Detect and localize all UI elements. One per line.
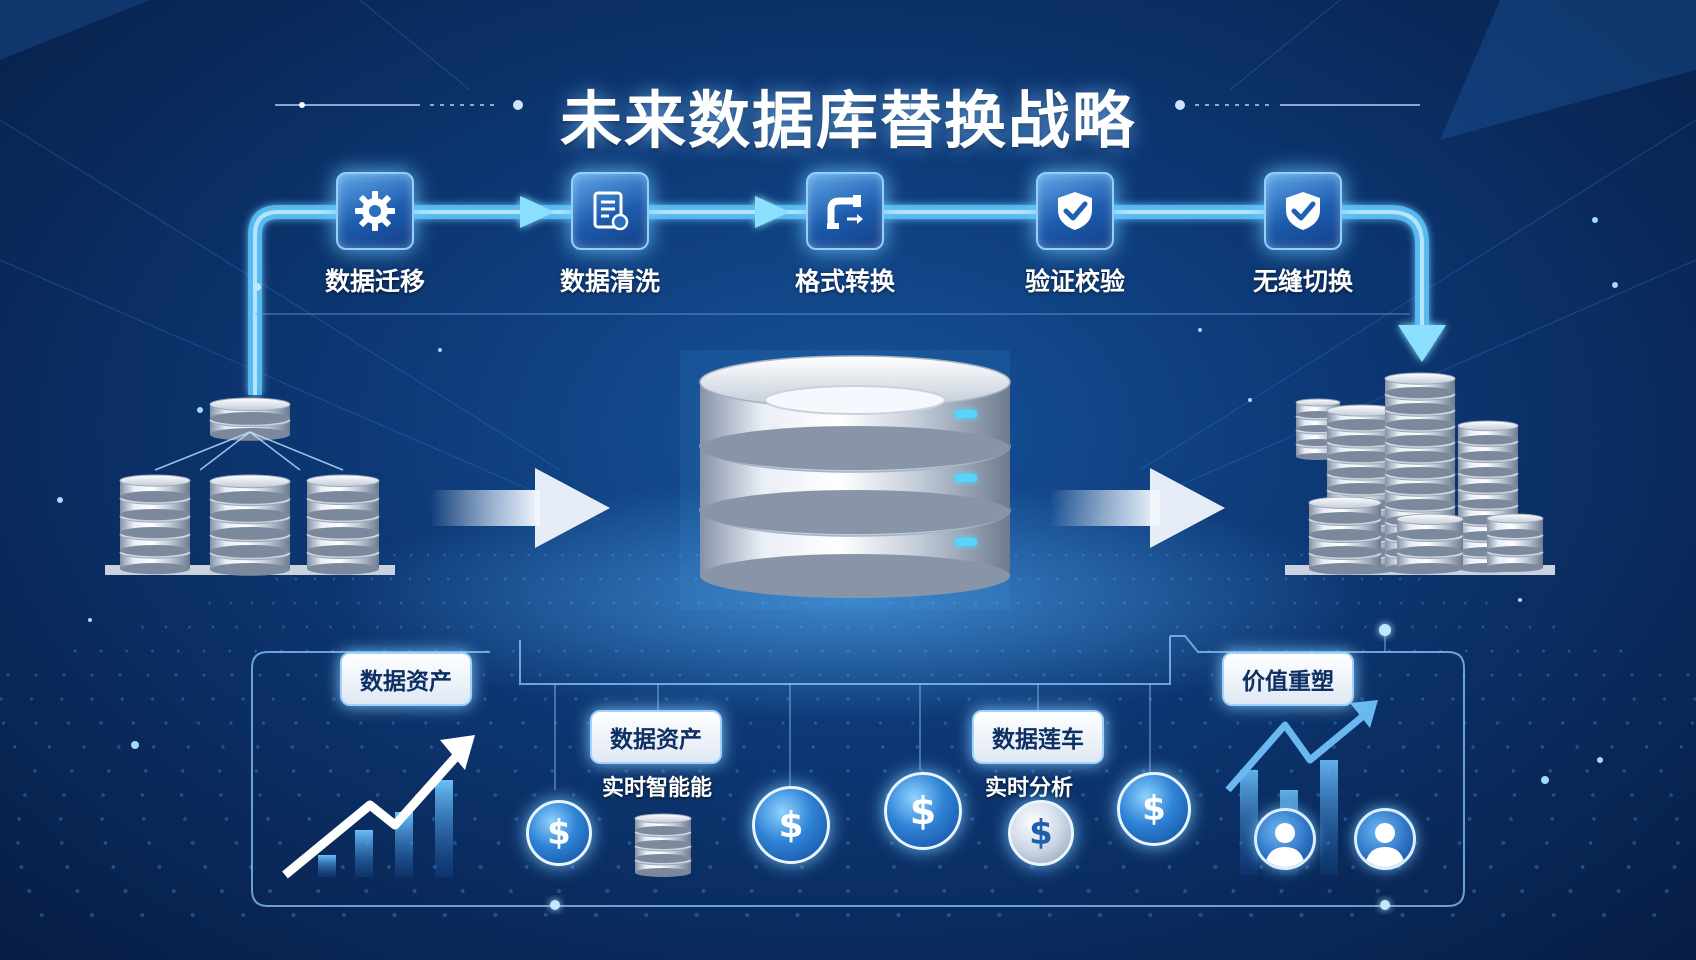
growth-chart-left-icon <box>282 735 475 879</box>
shield-check-icon <box>1036 172 1114 250</box>
document-list-icon <box>571 172 649 250</box>
step-label: 数据清洗 <box>559 267 660 296</box>
step-label: 无缝切换 <box>1252 267 1353 296</box>
label-realtime-smart: 实时智能能 <box>602 776 713 801</box>
pill-data-assets-left: 数据资产 <box>340 652 472 706</box>
pill-value-reshape: 价值重塑 <box>1222 652 1354 706</box>
dollar-sprout-icon: $ <box>1117 772 1191 846</box>
user-avatar-icon <box>1354 808 1416 870</box>
step-label: 验证校验 <box>1024 267 1125 296</box>
step-data-migration: 数据迁移 <box>300 172 450 298</box>
pipe-convert-icon <box>806 172 884 250</box>
step-verification: 验证校验 <box>1000 172 1150 298</box>
step-label: 格式转换 <box>794 267 895 296</box>
gear-icon <box>336 172 414 250</box>
pill-data-warehouse: 数据莲车 <box>972 710 1104 764</box>
user-avatar-icon <box>1254 808 1316 870</box>
dollar-coin-icon: $ <box>884 772 962 850</box>
page-title: 未来数据库替换战略 <box>559 84 1136 157</box>
dollar-coin-silver-icon: $ <box>1008 800 1074 866</box>
step-seamless-switch: 无缝切换 <box>1228 172 1378 298</box>
central-database <box>680 350 1011 610</box>
shield-check-icon <box>1264 172 1342 250</box>
step-label: 数据迁移 <box>324 267 425 296</box>
step-data-cleansing: 数据清洗 <box>535 172 685 298</box>
dollar-coin-icon: $ <box>526 800 592 866</box>
label-realtime-analysis: 实时分析 <box>985 776 1074 801</box>
dollar-wallet-icon: $ <box>752 786 830 864</box>
step-format-conversion: 格式转换 <box>770 172 920 298</box>
pill-data-assets-mid: 数据资产 <box>590 710 722 764</box>
